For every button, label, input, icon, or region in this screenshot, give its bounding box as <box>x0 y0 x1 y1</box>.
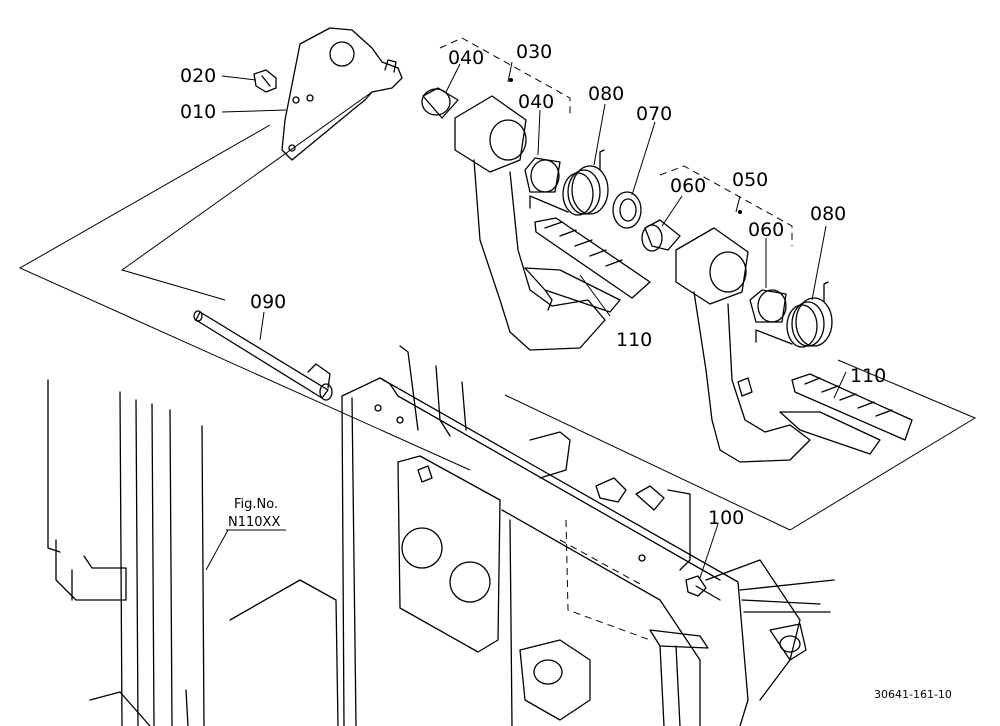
pedal-030 <box>421 87 651 351</box>
label-100: 100 <box>708 507 744 529</box>
label-030: 030 <box>516 41 552 63</box>
label-050: 050 <box>732 169 768 191</box>
pedal-shaft <box>193 310 333 401</box>
figure-reference: Fig.No. N110XX <box>226 497 286 531</box>
bolt <box>253 69 277 93</box>
frame-assembly <box>341 345 835 726</box>
label-010: 010 <box>180 101 216 123</box>
torsion-spring-right <box>755 281 833 348</box>
label-110-right: 110 <box>850 365 886 387</box>
bracket-plate <box>281 27 403 161</box>
label-110-left: 110 <box>616 329 652 351</box>
label-060-upper: 060 <box>670 175 706 197</box>
side-frame <box>47 379 339 726</box>
washer <box>612 191 642 229</box>
figure-ref-line2: N110XX <box>228 515 280 530</box>
bushing-060 <box>641 219 681 252</box>
label-080-right: 080 <box>810 203 846 225</box>
label-040-lower: 040 <box>518 91 554 113</box>
group-bracket-030 <box>439 37 571 118</box>
label-060-lower: 060 <box>748 219 784 241</box>
leader-lines <box>205 61 847 579</box>
pedal-050 <box>675 227 913 463</box>
torsion-spring-left <box>529 149 609 216</box>
label-020: 020 <box>180 65 216 87</box>
assembly-outline <box>18 91 977 531</box>
frame-bolt <box>685 575 721 601</box>
group-bracket-050 <box>659 165 793 246</box>
label-040-upper: 040 <box>448 47 484 69</box>
drawing-number: 30641-161-10 <box>874 688 952 701</box>
figure-ref-line1: Fig.No. <box>234 497 278 512</box>
label-090: 090 <box>250 291 286 313</box>
part-number-labels: 020 010 030 040 040 080 070 050 060 060 … <box>180 41 886 529</box>
label-070: 070 <box>636 103 672 125</box>
label-080-left: 080 <box>588 83 624 105</box>
